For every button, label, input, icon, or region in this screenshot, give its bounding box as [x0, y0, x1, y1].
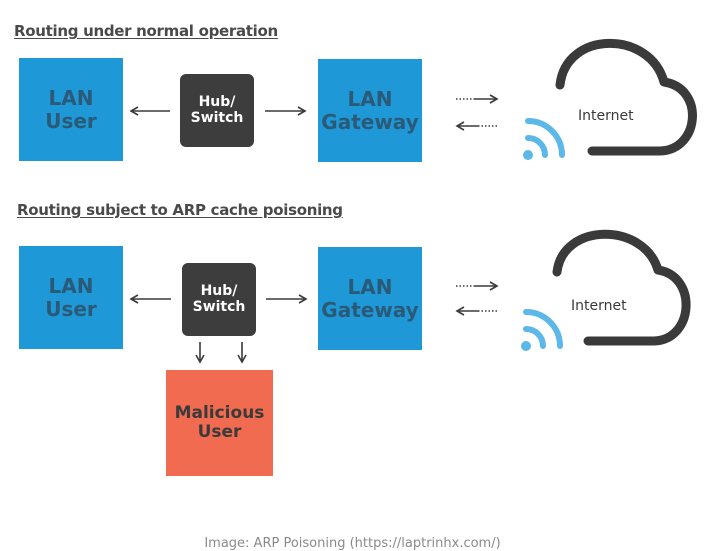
- normal-lan-gateway-label: LAN Gateway: [321, 87, 419, 134]
- poisoned-heading: Routing subject to ARP cache poisoning: [17, 201, 343, 219]
- poisoned-internet-label: Internet: [571, 298, 627, 314]
- normal-hub-switch-label: Hub/ Switch: [190, 93, 244, 126]
- malicious-user-box: Malicious User: [166, 370, 273, 476]
- poisoned-wifi-icon: [521, 309, 563, 351]
- normal-hub-switch-box: Hub/ Switch: [180, 74, 254, 147]
- malicious-user-label: Malicious User: [174, 402, 265, 442]
- poisoned-cloud-icon: [552, 229, 691, 346]
- poisoned-lan-user-box: LAN User: [19, 246, 123, 349]
- normal-lan-user-box: LAN User: [19, 58, 123, 161]
- normal-lan-gateway-box: LAN Gateway: [318, 59, 422, 162]
- poisoned-hub-switch-label: Hub/ Switch: [192, 282, 246, 315]
- normal-cloud-icon: [555, 38, 697, 156]
- image-caption: Image: ARP Poisoning (https://laptrinhx.…: [204, 536, 501, 551]
- poisoned-lan-gateway-label: LAN Gateway: [321, 275, 419, 322]
- poisoned-lan-gateway-box: LAN Gateway: [318, 247, 422, 350]
- poisoned-lan-user-label: LAN User: [45, 274, 97, 321]
- normal-heading: Routing under normal operation: [14, 22, 278, 40]
- normal-internet-label: Internet: [578, 108, 634, 124]
- poisoned-hub-switch-box: Hub/ Switch: [182, 263, 256, 336]
- normal-wifi-icon: [523, 118, 565, 160]
- normal-lan-user-label: LAN User: [45, 86, 97, 133]
